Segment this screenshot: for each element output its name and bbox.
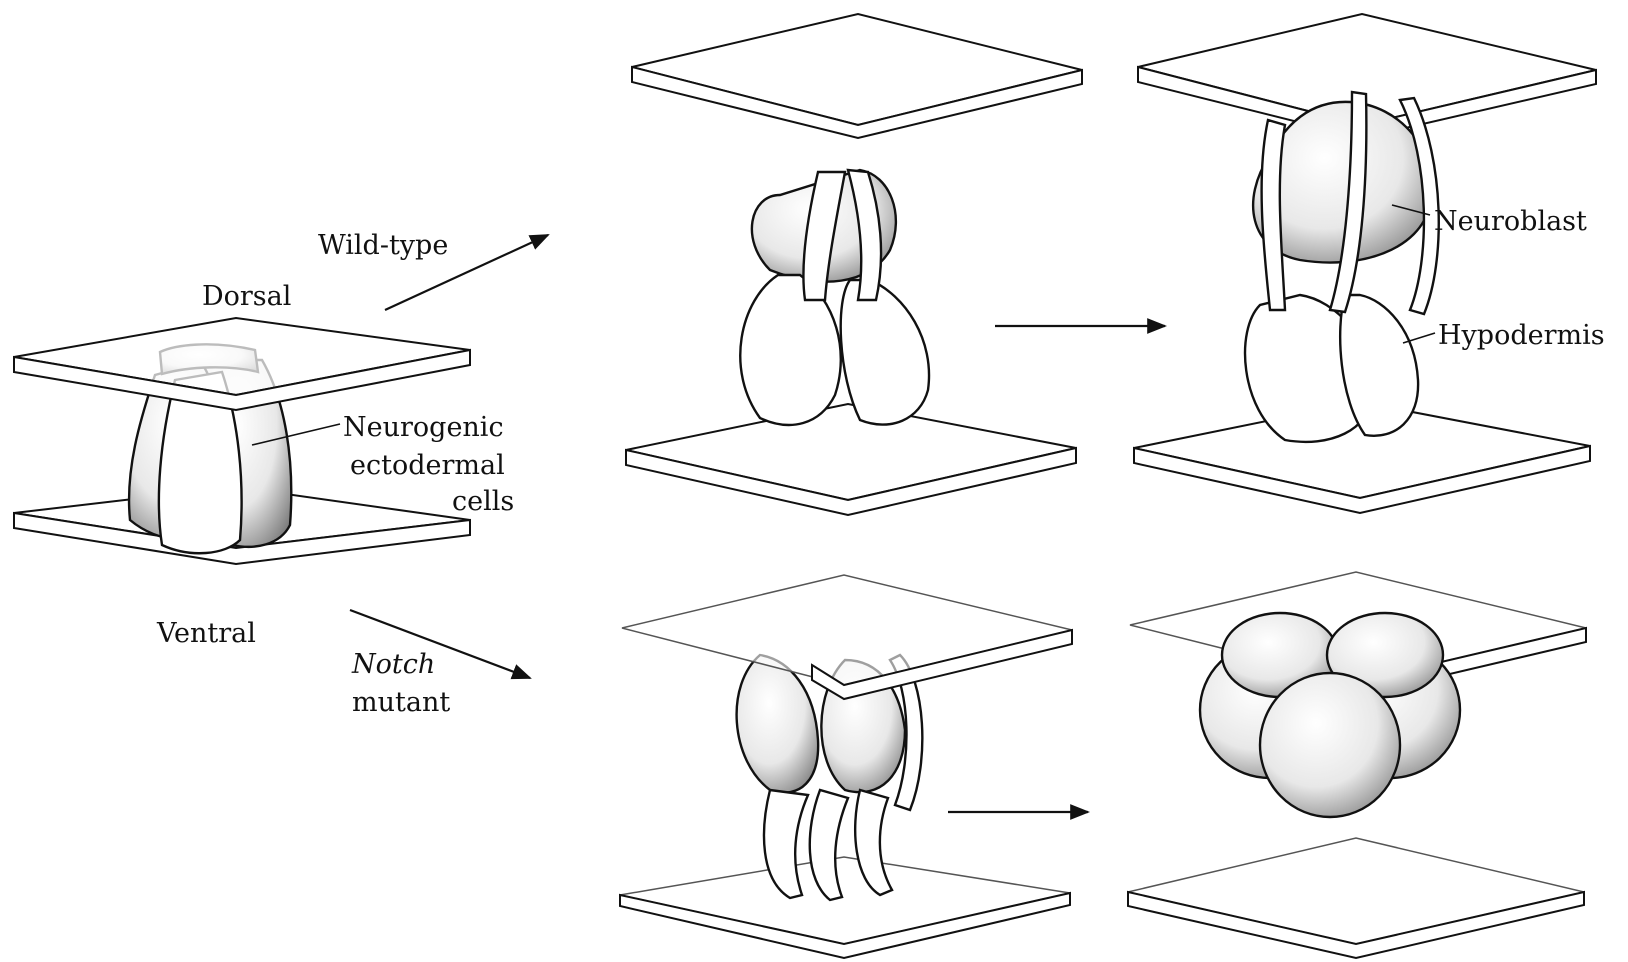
notch-early-bottom-plate: [620, 857, 1070, 944]
wild-type-label: Wild-type: [318, 230, 448, 261]
neuroblast-label: Neuroblast: [1434, 206, 1587, 237]
neurogenic-label-line2: ectodermal: [350, 450, 505, 481]
wildtype-late-panel: [1134, 14, 1596, 513]
wt-early-cells: [740, 170, 929, 425]
notch-late-neuroblasts: [1200, 613, 1460, 817]
wt-late-cells: [1245, 92, 1439, 442]
notch-early-panel: [620, 575, 1072, 958]
hypodermis-label: Hypodermis: [1438, 320, 1605, 351]
notch-late-panel: [1128, 572, 1586, 958]
neurogenic-label-line3: cells: [452, 486, 514, 517]
notch-early-top-plate: [622, 575, 1072, 685]
wt-early-bottom-plate: [626, 404, 1076, 500]
dorsal-label: Dorsal: [202, 281, 291, 312]
mutant-label: mutant: [352, 687, 450, 718]
notch-early-cells: [737, 655, 923, 900]
neurogenic-label-line1: Neurogenic: [343, 412, 504, 443]
wt-early-top-plate: [632, 14, 1082, 125]
ventral-label: Ventral: [156, 618, 256, 649]
wildtype-early-panel: [626, 14, 1082, 515]
notch-late-bottom-plate: [1128, 838, 1584, 944]
notch-label: Notch: [351, 649, 435, 680]
